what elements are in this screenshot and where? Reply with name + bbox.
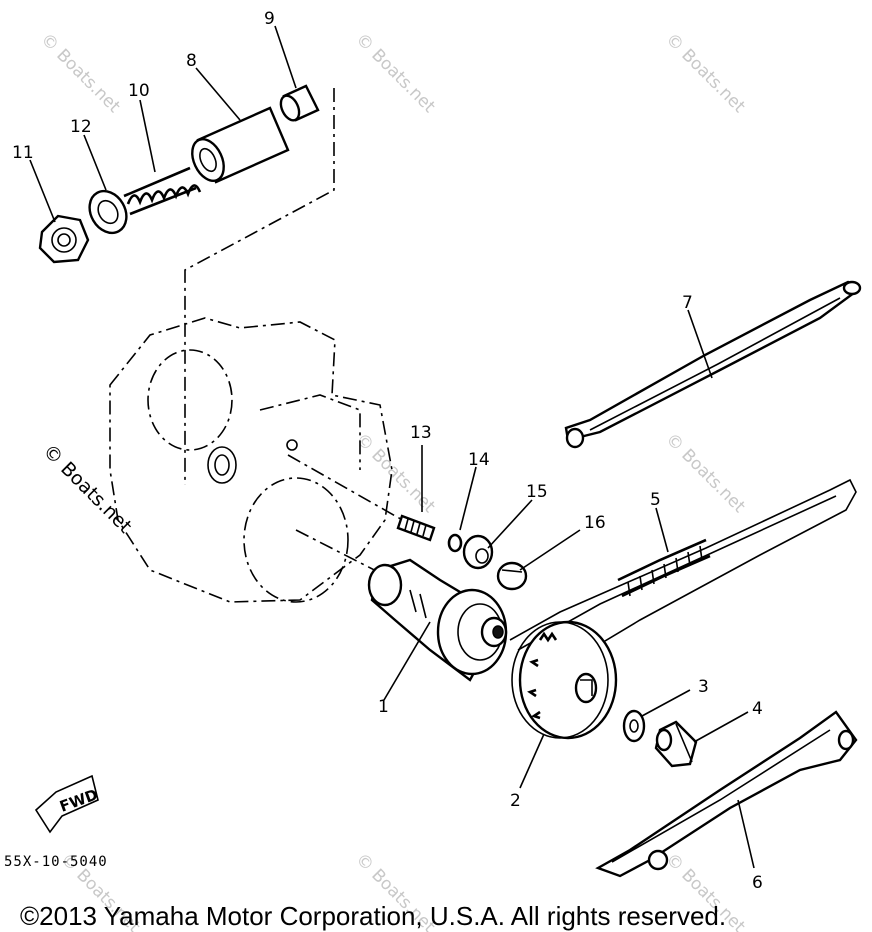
part-14-oring bbox=[447, 533, 463, 553]
callout-2: 2 bbox=[510, 791, 521, 811]
part-12-washer bbox=[88, 189, 128, 235]
watermark: © Boats.net bbox=[661, 29, 749, 117]
callout-10: 10 bbox=[128, 81, 150, 101]
part-8-sleeve bbox=[191, 106, 290, 184]
part-9-cap bbox=[279, 84, 320, 122]
part-16-cap bbox=[496, 561, 528, 591]
callout-14: 14 bbox=[468, 450, 490, 470]
part-11-nut bbox=[38, 214, 90, 264]
fwd-label: FWD bbox=[57, 785, 100, 815]
part-13-pin bbox=[396, 514, 436, 542]
part-1-camshaft bbox=[367, 558, 508, 682]
callout-4: 4 bbox=[752, 699, 763, 719]
callout-15: 15 bbox=[526, 482, 548, 502]
callout-7: 7 bbox=[682, 293, 693, 313]
callout-3: 3 bbox=[698, 677, 709, 697]
copyright-notice: ©2013 Yamaha Motor Corporation, U.S.A. A… bbox=[20, 901, 726, 931]
part-5-cam-chain bbox=[509, 478, 857, 651]
part-15-bearing bbox=[462, 534, 494, 570]
callout-13: 13 bbox=[410, 423, 432, 443]
part-10-spring bbox=[123, 166, 202, 216]
part-2-sprocket bbox=[511, 620, 618, 740]
fwd-arrow: FWD bbox=[34, 774, 100, 834]
callout-1: 1 bbox=[378, 697, 389, 717]
part-7-upper-guide bbox=[564, 280, 862, 449]
watermark: © Boats.net bbox=[36, 29, 124, 117]
leader-lines bbox=[29, 25, 755, 869]
watermark-dark: © Boats.net bbox=[38, 440, 136, 538]
callout-5: 5 bbox=[650, 490, 661, 510]
part-3-washer bbox=[622, 709, 646, 743]
callout-9: 9 bbox=[264, 9, 275, 29]
diagram-code: 55X-10-5040 bbox=[4, 854, 108, 870]
cylinder-head bbox=[109, 317, 393, 603]
watermark: © Boats.net bbox=[661, 429, 749, 517]
watermark: © Boats.net bbox=[351, 29, 439, 117]
watermark-layer: © Boats.net © Boats.net © Boats.net © Bo… bbox=[36, 29, 749, 932]
part-6-lower-guide bbox=[595, 710, 858, 878]
callout-6: 6 bbox=[752, 873, 763, 893]
callout-12: 12 bbox=[70, 117, 92, 137]
callout-16: 16 bbox=[584, 513, 606, 533]
part-4-bolt bbox=[654, 720, 698, 768]
callouts: 9 8 10 12 11 7 13 14 15 16 5 1 3 4 2 6 bbox=[12, 9, 763, 893]
callout-11: 11 bbox=[12, 143, 34, 163]
callout-8: 8 bbox=[186, 51, 197, 71]
